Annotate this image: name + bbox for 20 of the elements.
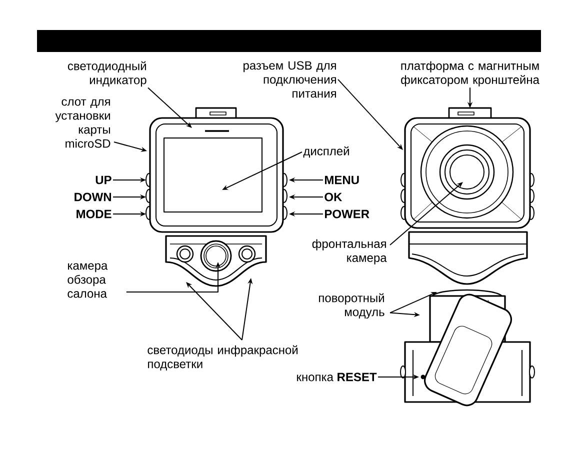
- leader-arrow: [186, 282, 242, 340]
- button-label: DOWN: [74, 192, 111, 202]
- button-label: MENU: [325, 176, 359, 184]
- button-label: OK: [324, 192, 342, 202]
- callout-label: дисплей: [303, 146, 349, 158]
- callout-label: слот для установки карты microSD: [55, 99, 110, 148]
- callout-label: поворотный модуль: [319, 293, 384, 319]
- leader-arrow: [338, 78, 403, 150]
- leader-arrow: [148, 87, 192, 128]
- callout-label: светодиодный индикатор: [68, 61, 146, 87]
- button-label: MODE: [76, 210, 112, 218]
- leader-arrow: [390, 182, 463, 246]
- rotary-mount-drawing: [400, 289, 535, 406]
- button-label: POWER: [325, 210, 370, 218]
- callout-label: кнопка RESET: [297, 372, 377, 382]
- button-label: UP: [96, 176, 112, 184]
- callout-label: платформа с магнитным фиксатором кронштейна: [401, 61, 540, 86]
- callout-label: камера обзора салона: [68, 263, 108, 298]
- callout-label: фронтальная камера: [312, 239, 387, 264]
- callout-label: разъем USB для подключения питания: [244, 61, 336, 98]
